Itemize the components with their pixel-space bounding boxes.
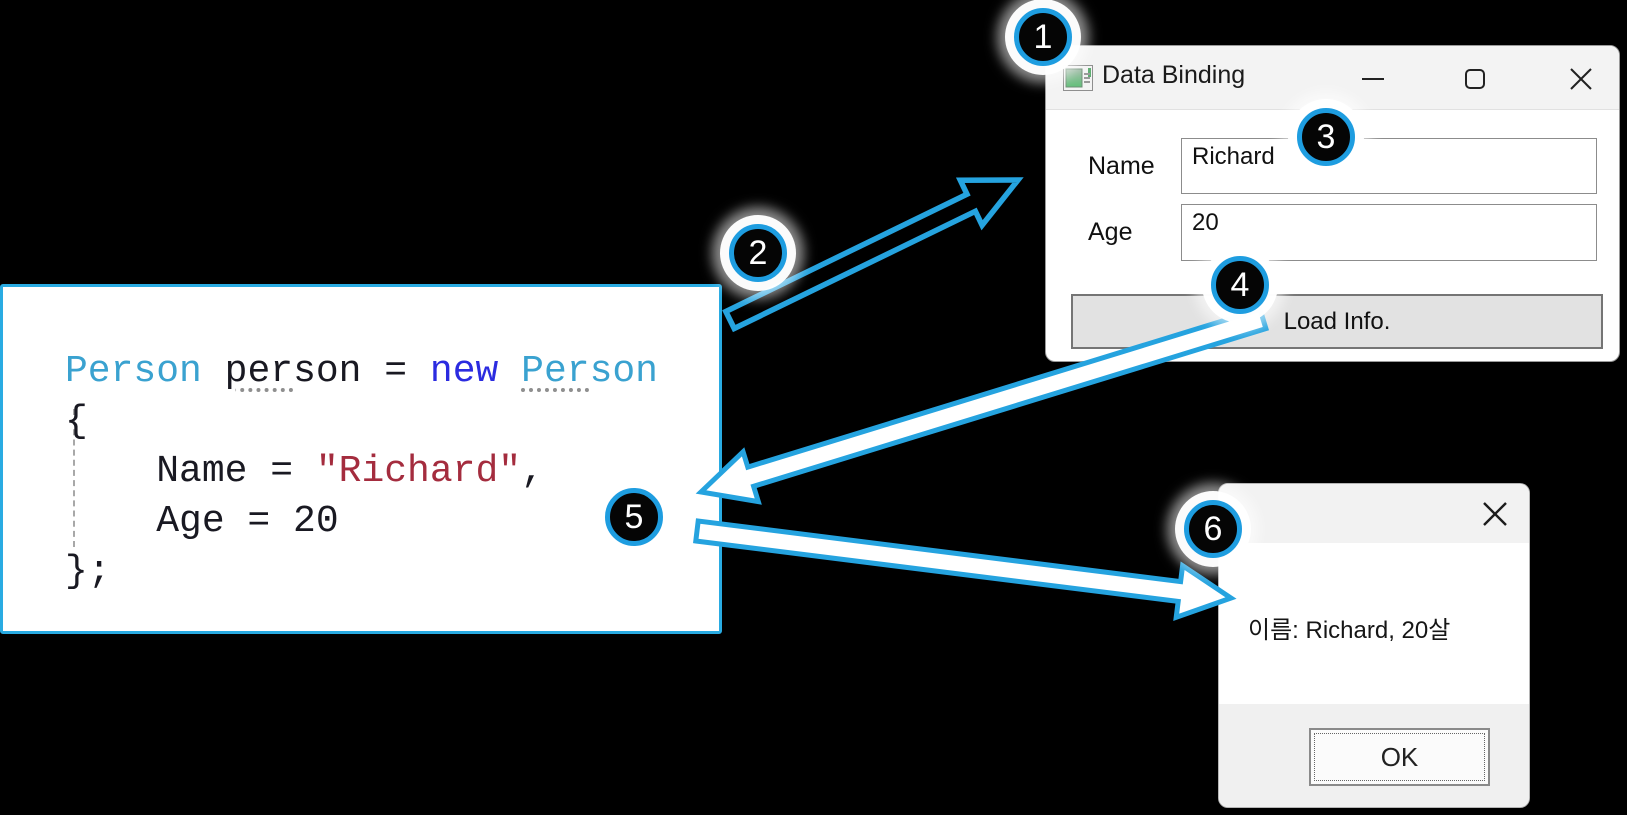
step-badge-4: 4 bbox=[1211, 256, 1269, 314]
code-token: new bbox=[429, 350, 499, 393]
step-badge-1: 1 bbox=[1014, 8, 1072, 66]
code-token: Per bbox=[521, 350, 590, 393]
code-token bbox=[202, 350, 225, 393]
step-badge-2: 2 bbox=[729, 224, 787, 282]
code-line: }; bbox=[65, 547, 658, 597]
step-badge-5: 5 bbox=[605, 488, 663, 546]
code-block: Person person = new Person{ Name = "Rich… bbox=[65, 347, 658, 597]
message-close-icon[interactable] bbox=[1482, 501, 1508, 527]
message-box: 이름: Richard, 20살 OK bbox=[1218, 483, 1530, 808]
code-line: Person person = new Person bbox=[65, 347, 658, 397]
maximize-icon[interactable] bbox=[1463, 67, 1487, 91]
code-token bbox=[498, 350, 521, 393]
code-snippet-panel: Person person = new Person{ Name = "Rich… bbox=[0, 284, 722, 634]
code-token: { bbox=[65, 400, 88, 443]
window-title: Data Binding bbox=[1102, 61, 1246, 89]
code-line: Name = "Richard", bbox=[65, 447, 658, 497]
message-box-titlebar bbox=[1219, 484, 1529, 543]
code-token: Age = 20 bbox=[65, 500, 339, 543]
close-icon[interactable] bbox=[1569, 67, 1593, 91]
code-line: { bbox=[65, 397, 658, 447]
code-token: Person bbox=[65, 350, 202, 393]
name-input[interactable] bbox=[1181, 138, 1597, 194]
indent-guide bbox=[73, 409, 75, 547]
minimize-icon[interactable] bbox=[1361, 67, 1385, 91]
data-binding-window: Data Binding Name Age Load Info. bbox=[1045, 45, 1620, 362]
app-icon bbox=[1063, 65, 1093, 91]
window-titlebar: Data Binding bbox=[1046, 46, 1619, 110]
age-input[interactable] bbox=[1181, 204, 1597, 261]
code-token: Name = bbox=[65, 450, 316, 493]
ok-button[interactable]: OK bbox=[1309, 728, 1490, 786]
age-label: Age bbox=[1088, 218, 1133, 246]
name-label: Name bbox=[1088, 152, 1155, 180]
code-token: = bbox=[361, 350, 430, 393]
code-token: per bbox=[224, 350, 294, 393]
message-text: 이름: Richard, 20살 bbox=[1248, 617, 1451, 644]
code-token: }; bbox=[65, 550, 111, 593]
step-badge-6: 6 bbox=[1184, 500, 1242, 558]
code-token: son bbox=[293, 350, 362, 393]
message-box-footer: OK bbox=[1219, 704, 1529, 807]
code-token: "Richard" bbox=[315, 450, 522, 493]
step-badge-3: 3 bbox=[1297, 108, 1355, 166]
code-token: son bbox=[589, 350, 658, 393]
code-line: Age = 20 bbox=[65, 497, 658, 547]
arrow-step5-to-msgbox bbox=[693, 518, 1237, 622]
load-info-button[interactable]: Load Info. bbox=[1071, 294, 1603, 349]
code-token: , bbox=[521, 450, 544, 493]
